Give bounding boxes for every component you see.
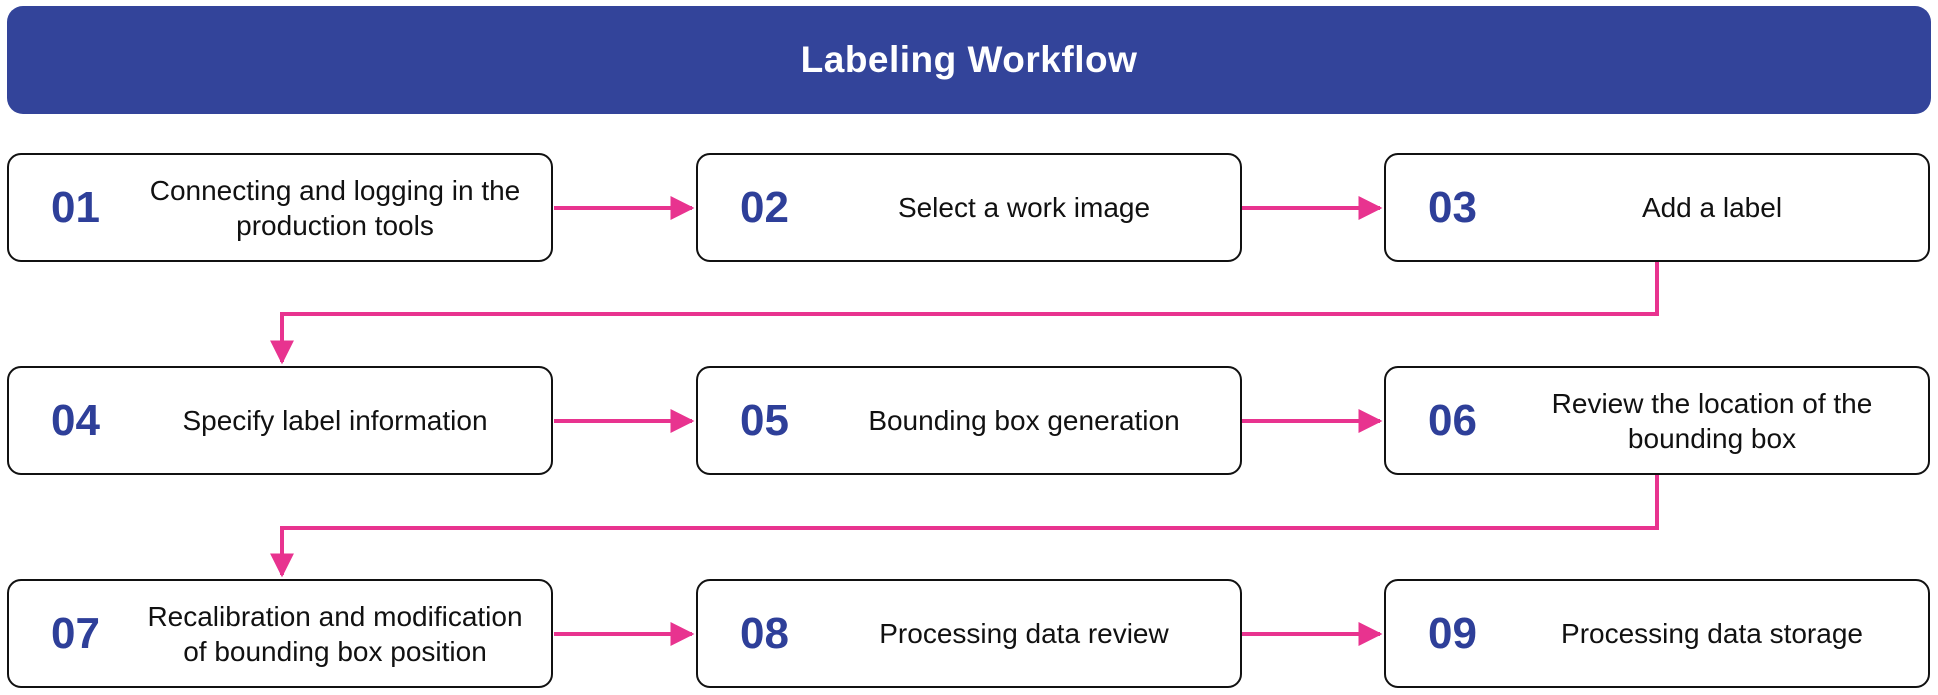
arrow-03-04 xyxy=(270,262,1659,365)
step-01-box: 01 Connecting and logging in the product… xyxy=(7,153,553,262)
step-number: 08 xyxy=(740,608,789,658)
step-label: Review the location of the bounding box xyxy=(1551,387,1873,454)
step-06-box: 06 Review the location of the bounding b… xyxy=(1384,366,1930,475)
step-number: 01 xyxy=(51,182,100,232)
step-number: 03 xyxy=(1428,182,1477,232)
step-label: Add a label xyxy=(1641,192,1783,223)
step-number: 07 xyxy=(51,608,100,658)
step-label: Specify label information xyxy=(182,405,488,436)
step-03-box: 03 Add a label xyxy=(1384,153,1930,262)
step-number: 06 xyxy=(1428,395,1477,445)
step-number: 05 xyxy=(740,395,789,445)
workflow-header: Labeling Workflow xyxy=(7,6,1931,114)
step-04-box: 04 Specify label information xyxy=(7,366,553,475)
step-09-box: 09 Processing data storage xyxy=(1384,579,1930,688)
arrow-06-07 xyxy=(270,475,1659,578)
step-02-box: 02 Select a work image xyxy=(696,153,1242,262)
workflow-title: Labeling Workflow xyxy=(800,39,1138,80)
step-number: 09 xyxy=(1428,608,1477,658)
step-label: Recalibration and modification of boundi… xyxy=(147,600,523,667)
step-07-box: 07 Recalibration and modification of bou… xyxy=(7,579,553,688)
step-08-box: 08 Processing data review xyxy=(696,579,1242,688)
step-label: Processing data storage xyxy=(1561,618,1863,649)
step-05-box: 05 Bounding box generation xyxy=(696,366,1242,475)
step-number: 02 xyxy=(740,182,789,232)
step-label: Connecting and logging in the production… xyxy=(149,174,521,241)
step-label: Select a work image xyxy=(897,192,1151,223)
step-label: Processing data review xyxy=(879,618,1169,649)
step-number: 04 xyxy=(51,395,100,445)
step-label: Bounding box generation xyxy=(868,405,1180,436)
